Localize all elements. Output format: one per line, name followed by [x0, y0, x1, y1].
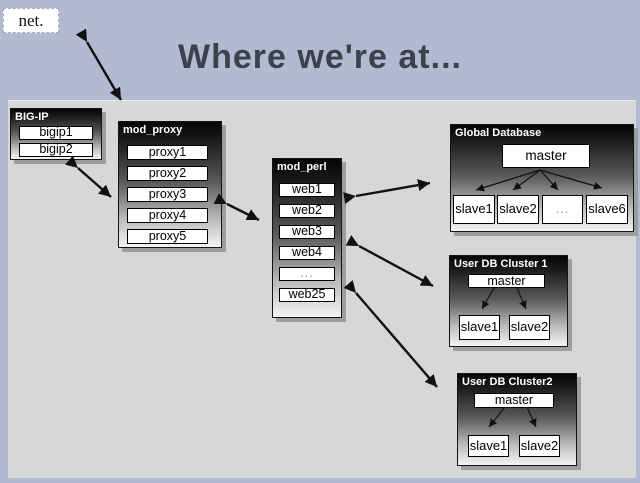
cluster-mod-perl: mod_perl web1 web2 web3 web4 ... web25 [272, 158, 342, 318]
node-udb1-slave2: slave2 [509, 315, 550, 340]
node-web25: web25 [279, 288, 335, 302]
cluster-user-db-1-title: User DB Cluster 1 [454, 258, 548, 270]
internet-node: net. [3, 8, 59, 33]
node-globaldb-slave6: slave6 [586, 195, 628, 224]
node-proxy5: proxy5 [127, 229, 208, 244]
node-proxy1: proxy1 [127, 145, 208, 160]
node-udb1-slave1: slave1 [459, 315, 500, 340]
node-proxy3: proxy3 [127, 187, 208, 202]
cluster-mod-perl-title: mod_perl [277, 161, 327, 173]
cluster-user-db-1: User DB Cluster 1 master slave1 slave2 [449, 255, 568, 347]
slide-title: Where we're at... [178, 38, 462, 76]
cluster-mod-proxy-title: mod_proxy [123, 124, 183, 136]
cluster-global-database: Global Database master slave1 slave2 ...… [450, 124, 634, 232]
cluster-user-db-2: User DB Cluster2 master slave1 slave2 [457, 373, 577, 466]
node-bigip1: bigip1 [19, 126, 93, 140]
node-proxy4: proxy4 [127, 208, 208, 223]
node-web4: web4 [279, 246, 335, 260]
node-web1: web1 [279, 183, 335, 197]
cluster-bigip: BIG-IP bigip1 bigip2 [10, 108, 102, 160]
node-web2: web2 [279, 204, 335, 218]
node-web-ellipsis: ... [279, 267, 335, 281]
node-web3: web3 [279, 225, 335, 239]
cluster-user-db-2-title: User DB Cluster2 [462, 376, 553, 388]
node-udb2-master: master [474, 393, 554, 408]
node-globaldb-slave2: slave2 [497, 195, 539, 224]
cluster-mod-proxy: mod_proxy proxy1 proxy2 proxy3 proxy4 pr… [118, 121, 222, 248]
node-globaldb-slave1: slave1 [453, 195, 495, 224]
cluster-global-database-title: Global Database [455, 127, 542, 139]
node-udb2-slave1: slave1 [468, 435, 509, 457]
node-udb1-master: master [468, 274, 545, 288]
node-globaldb-master: master [502, 144, 590, 168]
node-bigip2: bigip2 [19, 143, 93, 157]
node-globaldb-ellipsis: ... [542, 195, 583, 224]
cluster-bigip-title: BIG-IP [15, 111, 49, 123]
node-proxy2: proxy2 [127, 166, 208, 181]
node-udb2-slave2: slave2 [519, 435, 560, 457]
